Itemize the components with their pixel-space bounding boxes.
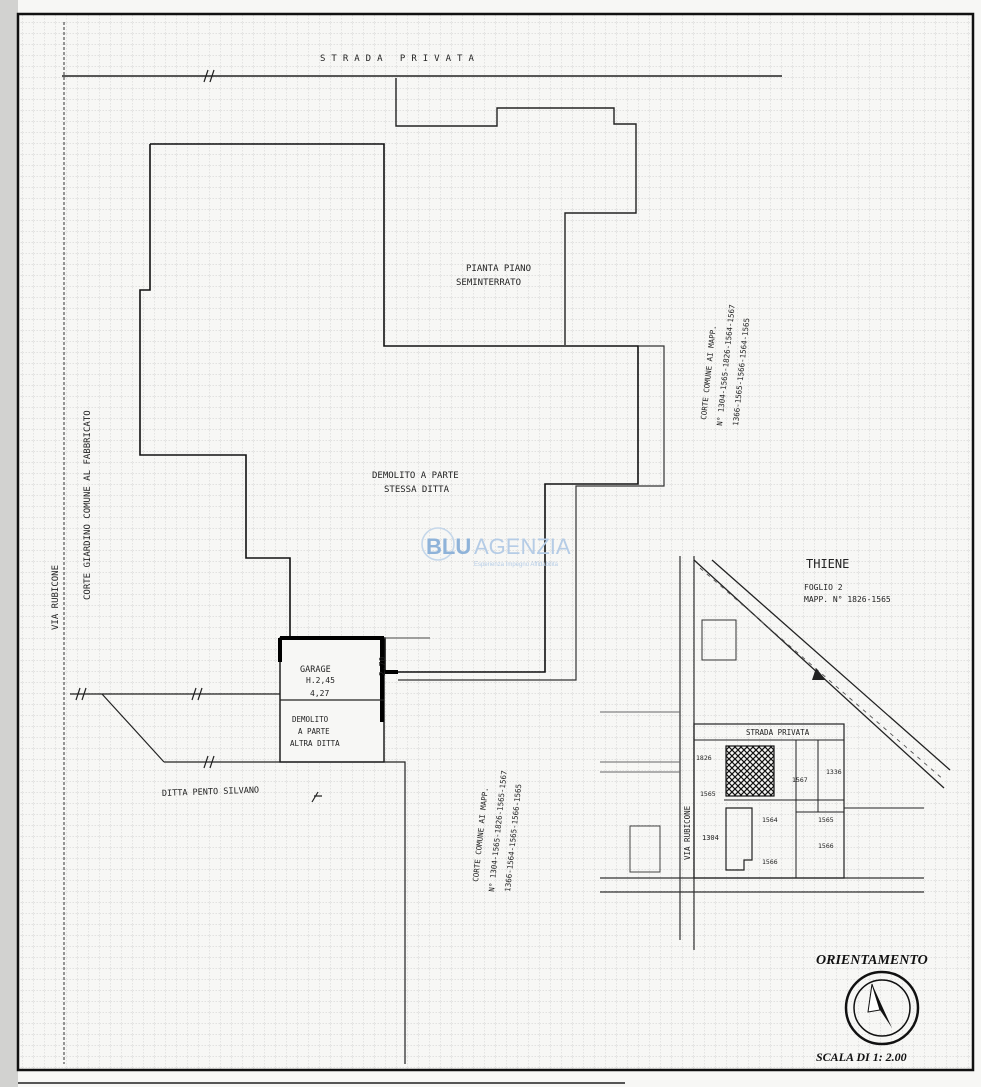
ditta-boundary xyxy=(164,761,406,1064)
via-left-label: VIA RUBICONE xyxy=(51,565,61,630)
dem-small-1: DEMOLITO xyxy=(292,715,329,724)
pianta-label-1: PIANTA PIANO xyxy=(466,264,531,274)
map-strada: STRADA PRIVATA xyxy=(746,728,810,737)
location-map: THIENE FOGLIO 2 MAPP. N° 1826-1565 STRAD… xyxy=(600,556,951,950)
sheet-border xyxy=(16,12,975,1072)
dem-small-3: ALTRA DITTA xyxy=(290,739,340,748)
parcel-7: 1566 xyxy=(762,858,778,866)
demolito-label-2: STESSA DITTA xyxy=(384,485,450,495)
parcel-8: 1565 xyxy=(818,816,834,824)
map-foglio: FOGLIO 2 xyxy=(804,583,843,592)
parcel-3: 1304 xyxy=(702,834,719,842)
garage-dim-2: 4,27 xyxy=(310,689,329,698)
garage-dim-1: 2,70 xyxy=(378,657,387,676)
parcel-1: 1826 xyxy=(696,754,712,762)
garage-label: GARAGE xyxy=(300,665,331,675)
parcel-6: 1564 xyxy=(762,816,778,824)
parcel-5: 1336 xyxy=(826,768,842,776)
strada-top-label: STRADA PRIVATA xyxy=(320,54,480,64)
scan-edge xyxy=(0,0,18,1087)
watermark-tagline: Esperienza Impegno Affidabilità xyxy=(474,562,559,568)
subject-parcel xyxy=(725,745,775,797)
ditta-label: DITTA PENTO SILVANO xyxy=(162,786,260,799)
watermark-ring-icon xyxy=(421,527,455,561)
demolito-label-1: DEMOLITO A PARTE xyxy=(372,471,459,481)
compass-icon xyxy=(844,970,920,1046)
pianta-label-2: SEMINTERRATO xyxy=(456,278,521,288)
orientation-label: ORIENTAMENTO xyxy=(816,953,928,968)
map-via: VIA RUBICONE xyxy=(683,805,692,860)
garage-height: H.2,45 xyxy=(306,676,335,685)
grid-background xyxy=(18,14,974,1070)
map-town: THIENE xyxy=(806,557,849,571)
parcel-2: 1565 xyxy=(700,790,716,798)
corte-left-label: CORTE GIARDINO COMUNE AL FABBRICATO xyxy=(83,410,93,600)
road-arrow-icon xyxy=(812,668,826,680)
scale-label: SCALA DI 1: 2.00 xyxy=(816,1050,907,1064)
pianta-seminterrato-outline xyxy=(395,78,637,345)
watermark-agenzia: AGENZIA xyxy=(474,534,571,559)
watermark-blu: BLU xyxy=(426,534,471,559)
map-mapp: MAPP. N° 1826-1565 xyxy=(804,595,891,604)
dem-small-2: A PARTE xyxy=(298,727,330,736)
parcel-4: 1567 xyxy=(792,776,808,784)
building-offset-line xyxy=(398,345,665,681)
north-tick-icon xyxy=(311,791,322,803)
parcel-9: 1566 xyxy=(818,842,834,850)
